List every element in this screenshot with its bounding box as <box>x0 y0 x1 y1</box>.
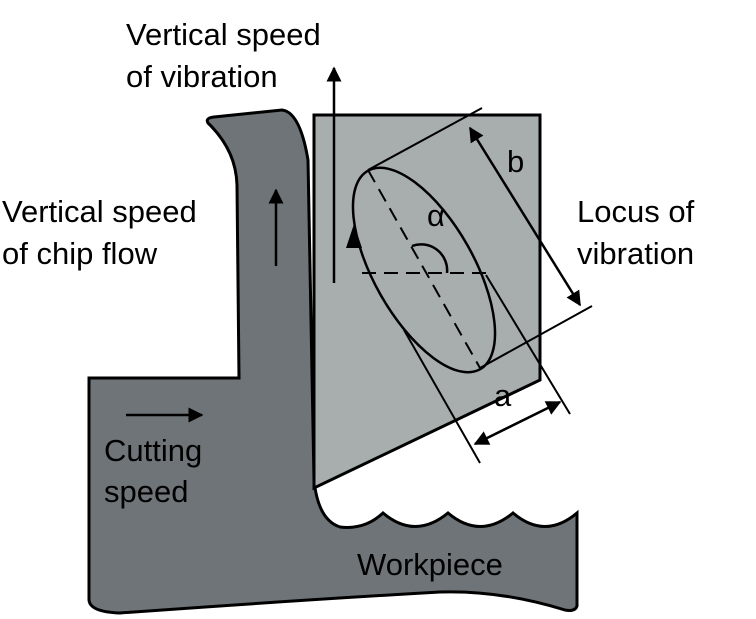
locus-direction-arrow <box>346 224 362 248</box>
b-dimension-arrow <box>468 126 582 307</box>
label-cutting-speed-2: speed <box>104 474 188 509</box>
a-dimension-arrow <box>473 400 562 446</box>
label-vertical-speed-chip-1: Vertical speed <box>2 194 197 229</box>
chip-and-workpiece <box>87 108 579 615</box>
label-cutting-speed-1: Cutting <box>104 433 202 468</box>
label-vertical-speed-vibration-2: of vibration <box>126 59 278 94</box>
label-vertical-speed-vibration-1: Vertical speed <box>126 17 321 52</box>
label-alpha: α <box>427 198 445 233</box>
label-vertical-speed-chip-2: of chip flow <box>2 236 158 271</box>
major-axis <box>367 169 481 369</box>
angle-arc <box>411 243 449 274</box>
label-a: a <box>494 378 512 413</box>
label-b: b <box>507 144 524 179</box>
label-locus-2: vibration <box>577 236 694 271</box>
label-locus-1: Locus of <box>577 194 695 229</box>
label-workpiece: Workpiece <box>357 547 503 582</box>
